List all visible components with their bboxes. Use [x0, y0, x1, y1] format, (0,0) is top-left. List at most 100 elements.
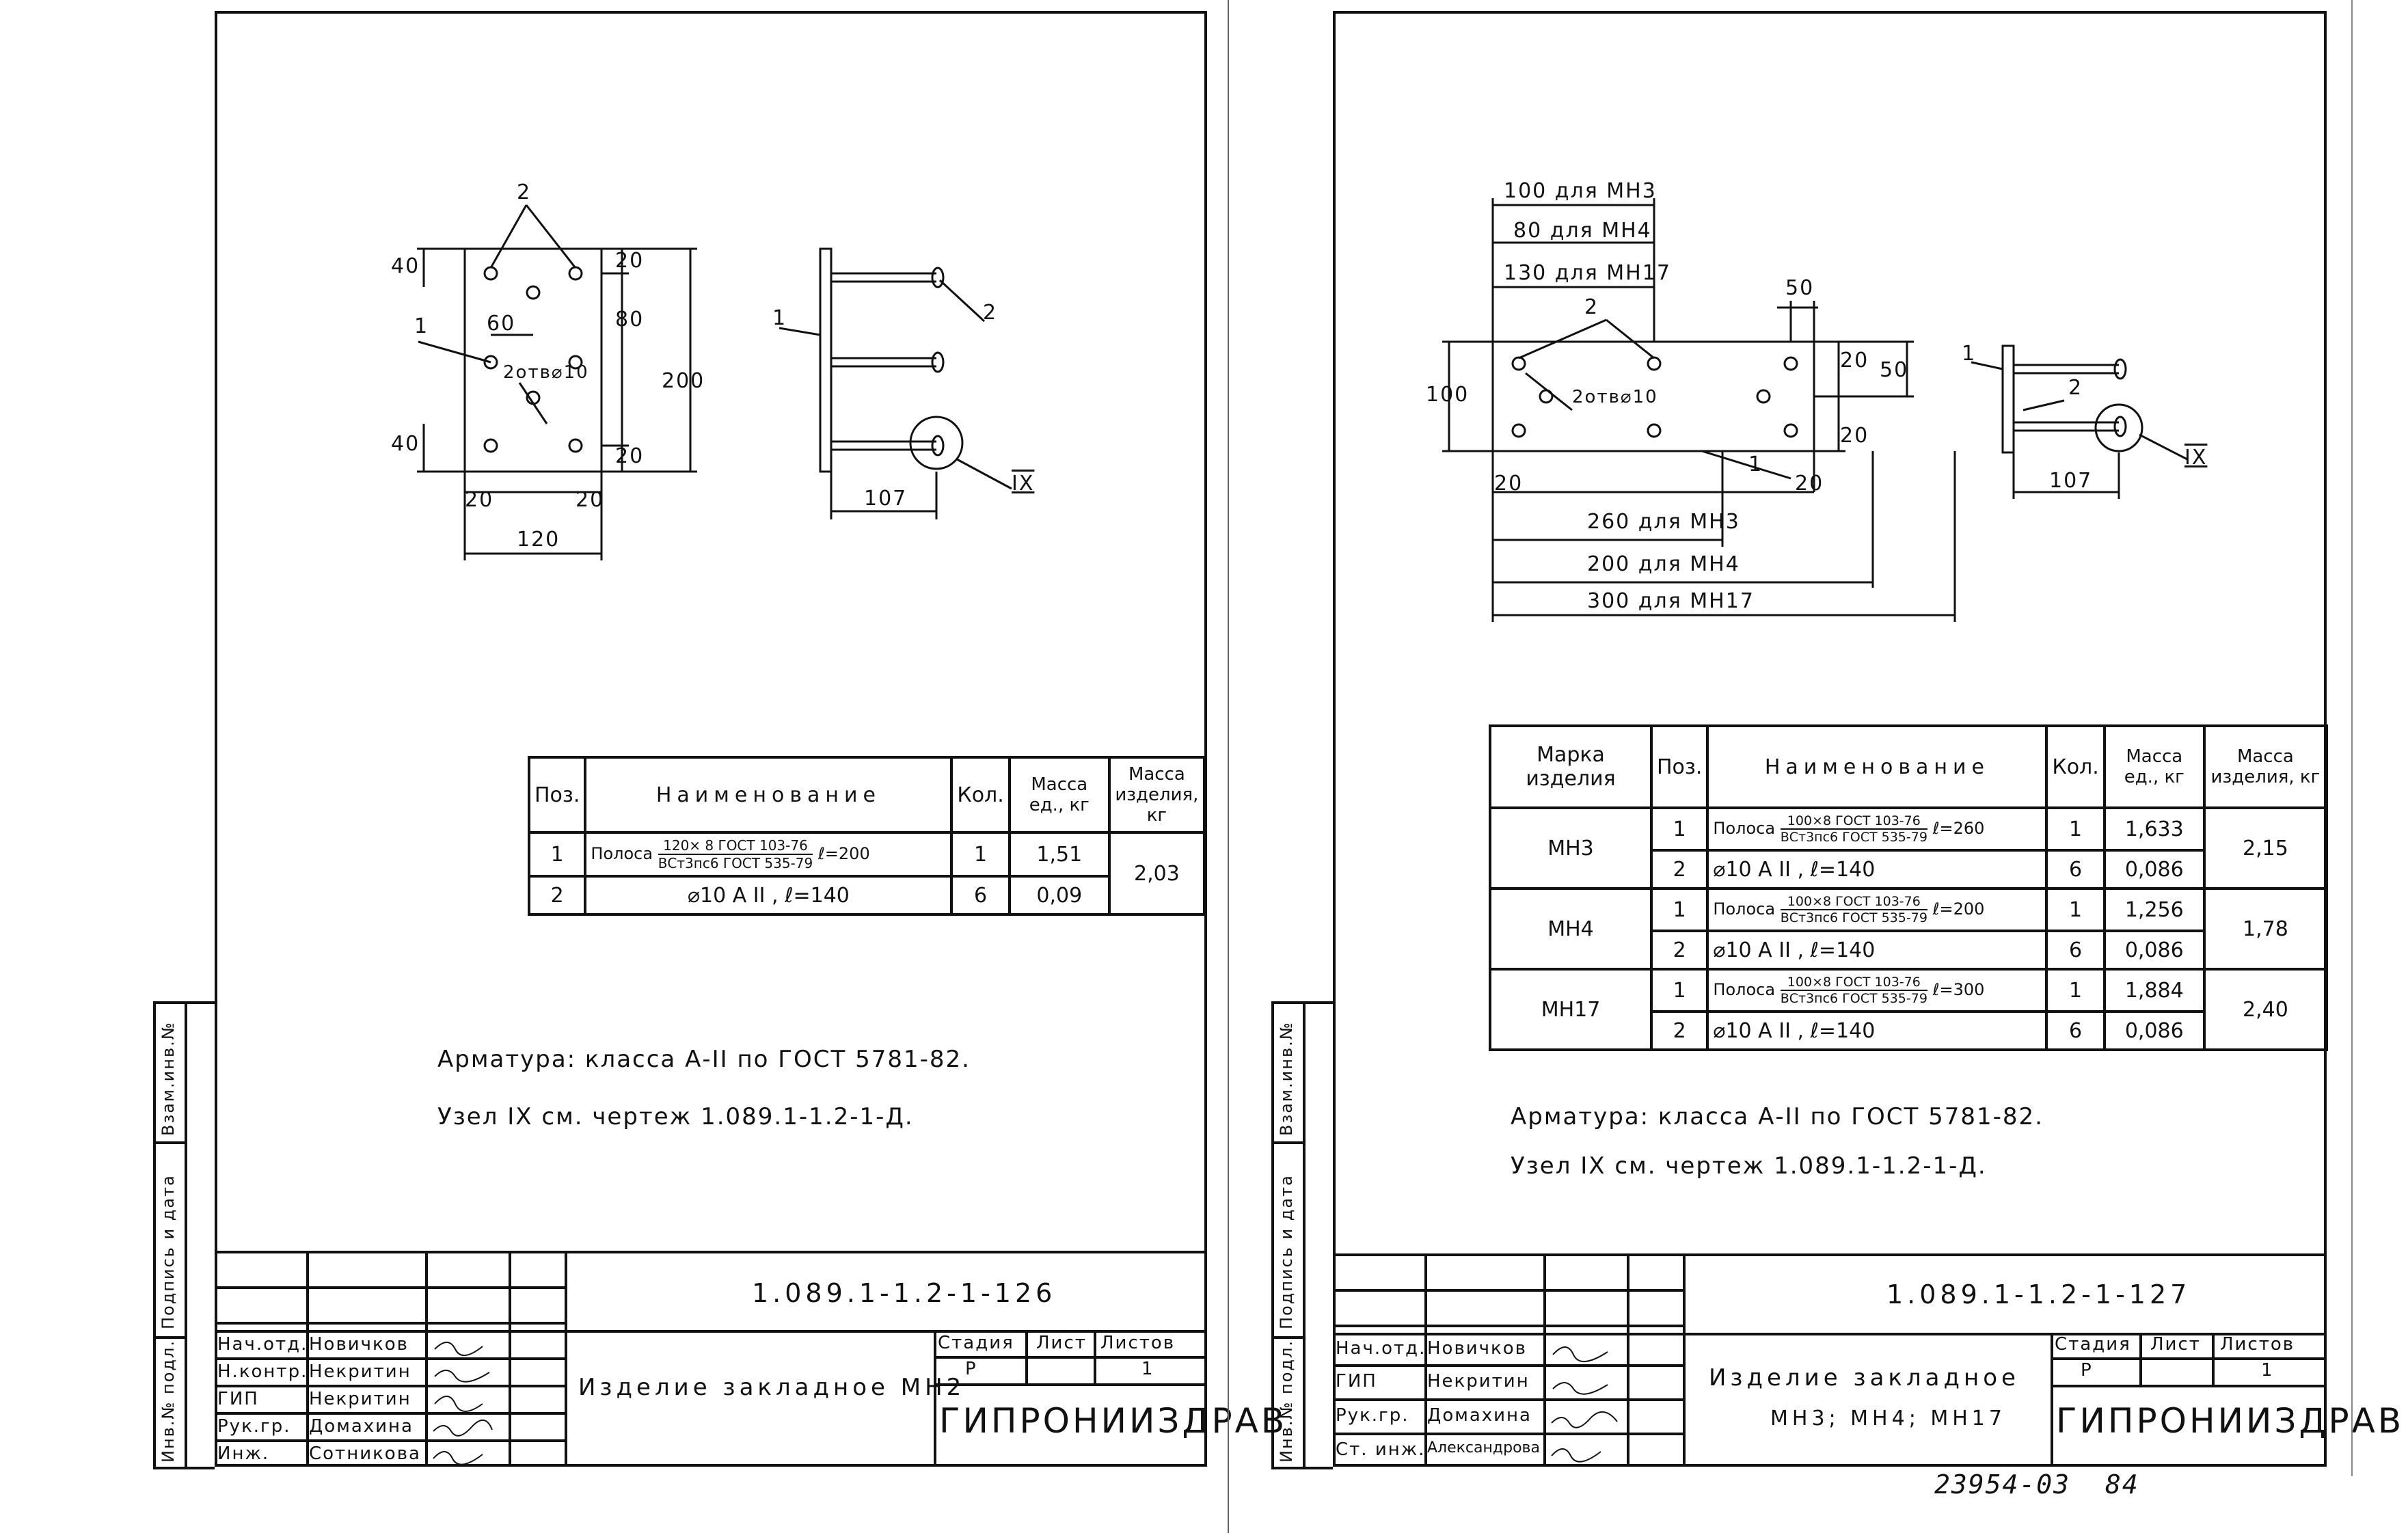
- callout-pos1: 1: [414, 314, 429, 338]
- callout-pos1: 1: [1748, 452, 1763, 476]
- margin-line: [1303, 1001, 1306, 1467]
- margin-label-inv2: Взам.инв.№: [159, 1021, 178, 1136]
- tb-line: [1424, 1253, 1427, 1467]
- margin-line: [153, 1467, 215, 1469]
- callout-pos2: 2: [517, 180, 532, 204]
- cell-mass: 1,256: [2102, 887, 2206, 932]
- margin-line: [1271, 1141, 1306, 1144]
- col-total-header: Масса изделия, кг: [2202, 724, 2329, 809]
- page-divider: [1228, 0, 1229, 1533]
- cell-mass: 1,633: [2102, 806, 2206, 852]
- col-mark-header: Марка изделия: [1489, 724, 1653, 809]
- cell-qty: 1: [2045, 887, 2106, 932]
- cell-qty: 6: [2045, 849, 2106, 890]
- staff-role: Инж.: [217, 1443, 270, 1464]
- note-armature: Арматура: класса А-II по ГОСТ 5781-82.: [437, 1046, 971, 1073]
- stage-value: Р: [2081, 1360, 2093, 1381]
- cell-mass: 0,086: [2102, 1010, 2206, 1051]
- cell-qty: 1: [950, 831, 1011, 878]
- name-suffix: ℓ=200: [817, 844, 870, 863]
- name-suffix: ℓ=260: [1932, 819, 1985, 838]
- cell-pos: 1: [1649, 887, 1709, 932]
- dim-20-right-top: 20: [615, 249, 645, 273]
- callout-pos2: 2: [1584, 295, 1599, 319]
- staff-name: Некритин: [309, 1389, 411, 1409]
- tb-line: [509, 1251, 511, 1467]
- staff-role: Нач.отд.: [1336, 1338, 1426, 1359]
- cell-pos: 2: [527, 875, 587, 916]
- margin-line: [1271, 1467, 1333, 1469]
- node-callout: IX: [1012, 472, 1035, 496]
- dim-80: 80: [615, 308, 645, 331]
- stage-value: Р: [965, 1359, 977, 1379]
- name-prefix: Полоса: [591, 844, 653, 863]
- tb-line: [215, 1322, 567, 1325]
- tb-line: [1627, 1253, 1629, 1467]
- sheets-header: Листов: [2220, 1334, 2295, 1355]
- tb-line: [2051, 1333, 2053, 1467]
- dim-40-top: 40: [391, 254, 420, 278]
- frac-bottom: ВСт3пс6 ГОСТ 535-79: [1780, 910, 1927, 925]
- tb-line: [306, 1251, 309, 1467]
- cell-mass: 1,884: [2102, 968, 2206, 1013]
- frac-top: 120× 8 ГОСТ 103-76: [658, 837, 813, 855]
- sheets-value: 1: [2261, 1360, 2274, 1381]
- dim-130-mn17: 130 для МН17: [1504, 261, 1671, 285]
- frac-top: 100×8 ГОСТ 103-76: [1780, 813, 1927, 830]
- node-circle: [2094, 403, 2143, 452]
- dim-40-bottom: 40: [391, 432, 420, 456]
- dim-20-bottom-left: 20: [465, 488, 494, 512]
- note-node: Узел IX см. чертеж 1.089.1-1.2-1-Д.: [1511, 1152, 1987, 1180]
- dim-20-right-bottom: 20: [1840, 424, 1869, 448]
- drawing-code: 1.089.1-1.2-1-126: [752, 1278, 1057, 1308]
- col-name-header: Наименование: [1706, 724, 2048, 809]
- stage-header: Стадия: [2055, 1334, 2131, 1355]
- margin-line: [185, 1001, 187, 1467]
- sheets-header: Листов: [1100, 1333, 1176, 1353]
- cell-pos: 1: [527, 831, 587, 878]
- col-mass-header: Масса ед., кг: [2102, 724, 2206, 809]
- margin-line: [1271, 1336, 1306, 1339]
- cell-mark: МН4: [1489, 887, 1653, 971]
- sheet2-drawing: [1442, 198, 2188, 622]
- margin-line: [153, 1336, 187, 1339]
- tb-line: [2212, 1333, 2215, 1385]
- cell-qty: 6: [2045, 930, 2106, 971]
- cell-mass: 0,09: [1007, 875, 1111, 916]
- frac-top: 100×8 ГОСТ 103-76: [1780, 975, 1927, 991]
- cell-pos: 2: [1649, 849, 1709, 890]
- name-suffix: ℓ=300: [1932, 980, 1985, 999]
- tb-line: [215, 1330, 1207, 1333]
- dim-100-left: 100: [1426, 383, 1470, 407]
- margin-line: [153, 1001, 215, 1004]
- dim-200-mn4: 200 для МН4: [1587, 552, 1740, 576]
- dim-20-right-bottom: 20: [615, 444, 645, 468]
- staff-name: Домахина: [309, 1416, 414, 1437]
- margin-label-inv1: Инв.№ подл.: [159, 1340, 178, 1463]
- tb-line: [1333, 1364, 1686, 1367]
- tb-line: [934, 1330, 936, 1467]
- col-mass-header: Масса ед., кг: [1007, 756, 1111, 834]
- side-callout-1: 1: [1962, 342, 1977, 366]
- cell-name: Полоса 120× 8 ГОСТ 103-76 ВСт3пс6 ГОСТ 5…: [584, 831, 953, 878]
- cell-mass: 0,086: [2102, 849, 2206, 890]
- drawing-title: Изделие закладное: [1709, 1364, 2020, 1392]
- dim-120: 120: [517, 528, 560, 552]
- margin-line: [1271, 1001, 1274, 1467]
- staff-name: Некритин: [1427, 1371, 1530, 1392]
- dim-107: 107: [2049, 469, 2093, 493]
- cell-qty: 6: [2045, 1010, 2106, 1051]
- note-armature: Арматура: класса А-II по ГОСТ 5781-82.: [1511, 1103, 2044, 1130]
- plate-outline: [463, 247, 603, 473]
- cell-total: 2,15: [2202, 806, 2329, 890]
- col-name-header: Наименование: [584, 756, 953, 834]
- staff-role: Ст. инж.: [1336, 1439, 1426, 1460]
- margin-label-sign: Подпись и дата: [1277, 1174, 1296, 1329]
- node-callout: IX: [2184, 446, 2208, 470]
- cell-qty: 1: [2045, 806, 2106, 852]
- cell-name: ⌀10 А II , ℓ=140: [584, 875, 953, 916]
- tb-line: [1333, 1398, 1686, 1401]
- tb-line: [215, 1251, 1207, 1253]
- name-prefix: Полоса: [1713, 819, 1776, 838]
- drawing-title: Изделие закладное МН2: [578, 1374, 966, 1401]
